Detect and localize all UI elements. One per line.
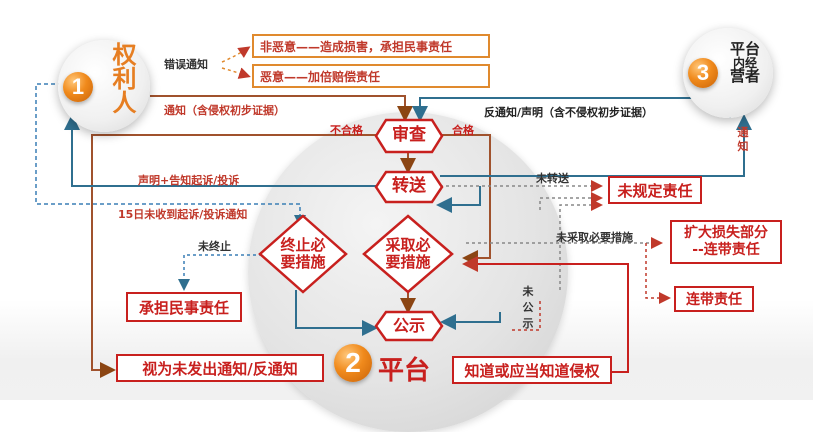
- terminate-node-shape: [258, 214, 348, 294]
- take-node-line-1: 采取必: [385, 235, 431, 254]
- party-3-label-line-1: 平台: [729, 40, 760, 58]
- counter-notice-line: [412, 97, 725, 122]
- statement-notify-label: 声明+告知起诉/投诉: [138, 174, 240, 187]
- not-published-3: 示: [522, 316, 534, 330]
- notify-label-1: 通: [737, 126, 749, 139]
- dotted-to-rule-3: [559, 199, 603, 290]
- terminate-to-publish: [295, 290, 378, 336]
- party-1-badge: 1: [63, 72, 93, 102]
- not-terminated-line: [178, 254, 262, 291]
- fifteen-days-label: 15日未收到起诉/投诉通知: [118, 208, 248, 221]
- qualified-label: 合格: [452, 124, 474, 137]
- forward-to-p3: [440, 114, 752, 177]
- joint-liability-box: 连带责任: [674, 286, 754, 312]
- not-taken-label: 未采取必要措施: [556, 231, 633, 244]
- statement-notify-line: [64, 114, 378, 187]
- to-joint-liability: [645, 243, 671, 304]
- extended-loss-line-1: 扩大损失部分: [684, 225, 768, 242]
- malicious-box: 恶意——加倍赔偿责任: [252, 64, 490, 88]
- publish-link: [440, 312, 501, 330]
- forward-loop: [436, 186, 481, 213]
- flow-connectors: [35, 46, 752, 378]
- review-node: 审查: [392, 125, 426, 146]
- party-3-label-line-3: 营者: [729, 67, 760, 85]
- no-liability-rule-box: 未规定责任: [608, 176, 702, 204]
- party-3-badge: 3: [688, 58, 718, 88]
- terminate-node-line-1: 终止必: [280, 235, 326, 254]
- review-node-shape: [374, 118, 444, 154]
- wrong-notice-to-non-malicious: [221, 46, 251, 63]
- knew-to-take: [462, 256, 629, 373]
- party-1-label: 权利人: [108, 42, 136, 114]
- party-3-label-line-2: 内经: [732, 56, 757, 70]
- qualified-line: [440, 134, 491, 266]
- fifteen-days-line: [35, 83, 306, 227]
- extended-loss-line-2: --连带责任: [692, 242, 760, 258]
- terminate-node: 终止必 要措施: [258, 214, 348, 294]
- party-2-badge: 2: [334, 344, 372, 382]
- wrong-notice-label: 错误通知: [164, 58, 208, 71]
- party-3-label: 平台 内经 营者: [722, 42, 768, 84]
- publish-node: 公示: [392, 315, 425, 335]
- unqualified-label: 不合格: [330, 124, 363, 137]
- civil-liability-box: 承担民事责任: [126, 292, 242, 322]
- not-forwarded-label: 未转送: [536, 172, 569, 185]
- forward-node: 转送: [392, 176, 426, 197]
- forward-node-shape: [374, 170, 444, 204]
- deemed-not-sent-box: 视为未发出通知/反通知: [116, 354, 324, 382]
- counter-notice-label: 反通知/声明（含不侵权初步证据）: [484, 106, 654, 119]
- notice-line: [150, 95, 413, 122]
- not-terminated-label: 未终止: [198, 240, 231, 253]
- not-published-line: [512, 300, 541, 331]
- notify-label-2: 知: [737, 140, 749, 154]
- take-node-line-2: 要措施: [385, 253, 431, 271]
- wrong-notice-to-malicious: [221, 67, 251, 79]
- terminate-node-line-2: 要措施: [280, 253, 326, 271]
- non-malicious-box: 非恶意——造成损害，承担民事责任: [252, 34, 490, 58]
- dotted-to-rule-2: [539, 192, 603, 210]
- party-2-label: 平台: [378, 356, 431, 386]
- not-published-1: 未: [522, 285, 534, 298]
- not-published-2: 公: [522, 300, 534, 314]
- publish-node-shape: [374, 310, 444, 342]
- not-published-label: 未 公 示: [521, 284, 535, 332]
- take-node: 采取必 要措施: [362, 214, 454, 294]
- take-node-shape: [362, 214, 454, 294]
- notify-label: 通 知: [736, 126, 750, 155]
- extended-loss-box: 扩大损失部分 --连带责任: [670, 220, 782, 264]
- notice-label: 通知（含侵权初步证据）: [164, 104, 285, 117]
- knew-or-should-know-box: 知道或应当知道侵权: [452, 356, 612, 384]
- unqualified-line: [91, 134, 378, 378]
